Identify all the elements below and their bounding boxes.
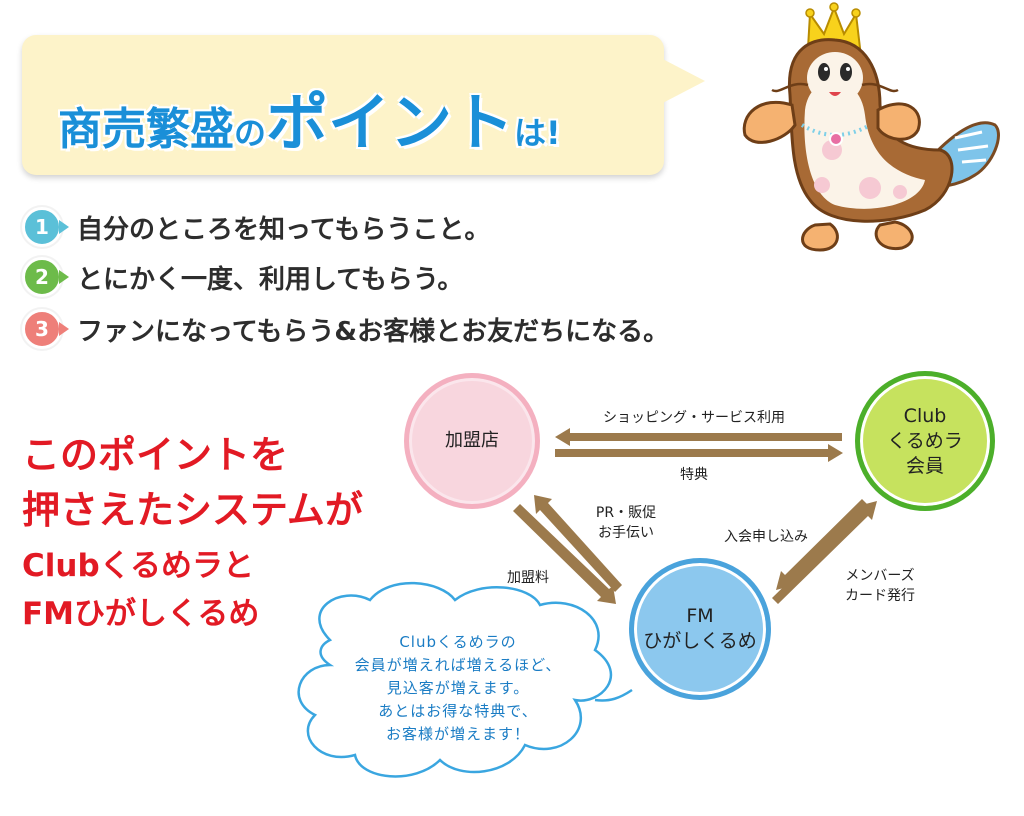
point-number-badge: 1 [22, 207, 62, 247]
club-node-label-3: 会員 [905, 454, 944, 477]
crown-icon [805, 2, 862, 49]
label-benefits: 特典 [680, 467, 708, 483]
arrow-fm-to-club [772, 501, 877, 604]
point-text: 自分のところを知ってもらうこと。 [77, 214, 491, 245]
point-text: とにかく一度、利用してもらう。 [77, 264, 464, 295]
title-banner [22, 35, 664, 175]
banner-title-part1: 商売繁盛 [58, 104, 234, 155]
label-card-issue-line1: メンバーズ [845, 568, 915, 584]
label-application: 入会申し込み [724, 529, 808, 545]
badge-tail [59, 322, 69, 336]
label-pr-support: PR・販促 お手伝い [576, 503, 676, 543]
headline-line-4: FMひがしくるめ [22, 596, 260, 632]
point-3: 3 ファンになってもらう&お客様とお友だちになる。 [22, 307, 669, 351]
mascot-fish-icon [742, 2, 1000, 252]
fm-node-label-1: FM [686, 605, 714, 627]
cloud-line-1: Clubくるめラの [399, 633, 517, 651]
cloud-line-2: 会員が増えれば増えるほど、 [354, 656, 562, 674]
banner-tail [655, 55, 705, 107]
club-node-label-1: Club [903, 404, 947, 427]
headline-line-1: このポイントを [22, 433, 289, 477]
cloud-line-3: 見込客が増えます。 [386, 679, 530, 697]
arrow-club-to-fm [776, 499, 868, 590]
banner-title: 商売繁盛のポイントは! [58, 72, 561, 162]
arrow-club-to-shop [555, 428, 842, 446]
cloud-message: Clubくるめラの 会員が増えれば増えるほど、 見込客が増えます。 あとはお得な… [318, 631, 598, 746]
banner-title-part2: の [234, 114, 267, 152]
fm-station-node: FM ひがしくるめ [629, 558, 771, 700]
shop-node: 加盟店 [404, 373, 540, 509]
point-1: 1 自分のところを知ってもらうこと。 [22, 205, 490, 249]
club-member-node: Club くるめラ 会員 [855, 371, 995, 511]
headline-line-3: Clubくるめラと [22, 548, 255, 584]
cloud-line-5: お客様が増えます！ [385, 725, 530, 743]
label-pr-support-line1: PR・販促 [595, 505, 657, 521]
shop-node-label: 加盟店 [445, 430, 499, 451]
club-node-label-2: くるめラ [887, 429, 963, 452]
label-card-issue: メンバーズ カード発行 [830, 566, 930, 606]
badge-tail [59, 220, 69, 234]
arrow-shop-to-club [555, 444, 843, 462]
label-card-issue-line2: カード発行 [845, 588, 915, 604]
point-text: ファンになってもらう&お客様とお友だちになる。 [77, 316, 670, 347]
badge-tail [59, 270, 69, 284]
cloud-tail [594, 688, 633, 702]
comment-cloud [297, 581, 613, 778]
label-pr-support-line2: お手伝い [598, 525, 654, 541]
headline-line-2: 押さえたシステムが [22, 488, 363, 532]
fm-node-label-2: ひがしくるめ [643, 630, 757, 652]
label-shopping-usage: ショッピング・サービス利用 [603, 410, 785, 426]
arrow-shop-to-fm [513, 504, 616, 604]
cloud-line-4: あとはお得な特典で、 [378, 702, 538, 720]
banner-title-part4: は! [514, 114, 561, 152]
arrow-fm-to-shop [534, 495, 622, 592]
label-membership-fee: 加盟料 [507, 570, 549, 586]
point-2: 2 とにかく一度、利用してもらう。 [22, 255, 463, 299]
banner-title-part3: ポイント [266, 86, 515, 159]
